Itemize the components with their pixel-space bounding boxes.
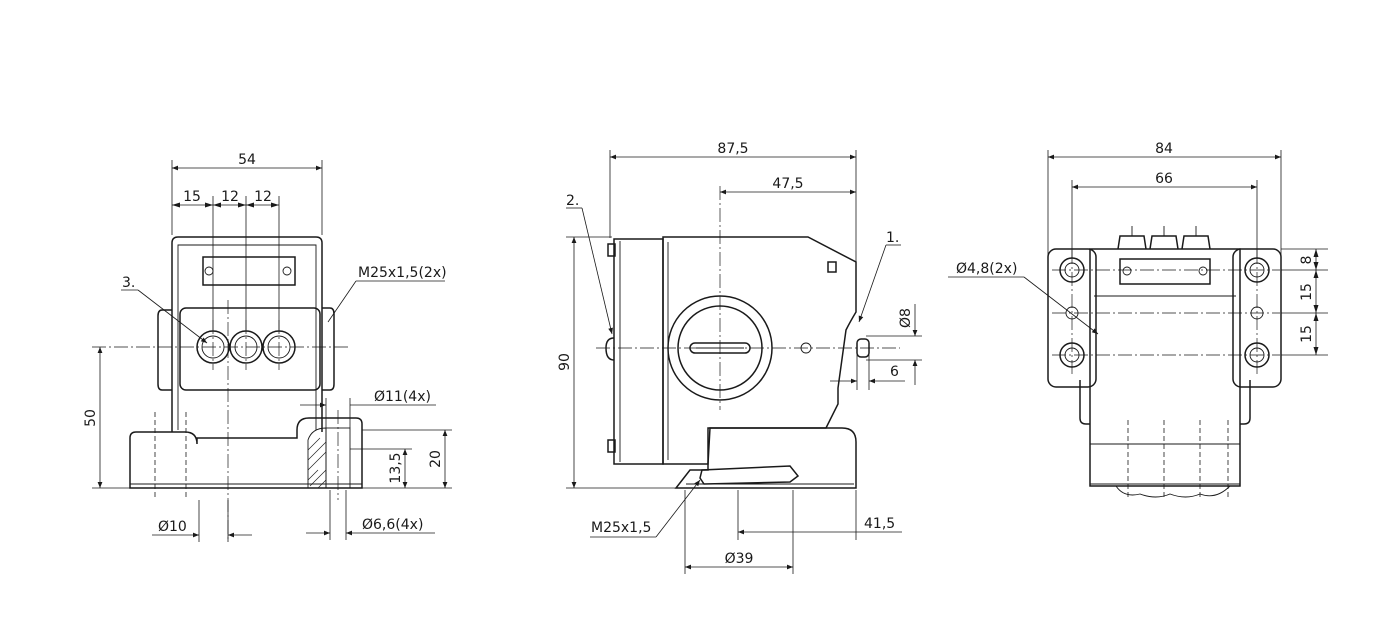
middle-base-gland: [699, 465, 800, 485]
right-hole-callout: Ø4,8(2x): [956, 261, 1017, 277]
dim-v-arrows: [1313, 249, 1319, 355]
dim-54-text: 54: [238, 152, 256, 168]
left-item3-leader: [137, 289, 208, 344]
middle-view: 87,5 47,5 1. 2. 90 Ø8 6 M25x1,5: [557, 141, 922, 574]
dim-90-text: 90: [557, 353, 573, 371]
left-body-outline: [171, 236, 323, 432]
left-section-hatch: [307, 410, 351, 500]
left-view: 54 15 12 12 M25x1,5(2x) 3. 50 Ø11(4x): [83, 152, 452, 542]
left-plate-screw-left: [204, 266, 214, 276]
dim-pitch-arrows: [172, 202, 279, 208]
middle-cover-tab-top: [607, 243, 616, 257]
dim-pitch-3-text: 12: [254, 189, 272, 205]
middle-cover-plate: [613, 238, 664, 465]
middle-item2-leader: [581, 207, 613, 335]
dim-66-text: 66: [1155, 171, 1173, 187]
dim-d66-text: Ø6,6(4x): [362, 517, 423, 533]
dim-875-text: 87,5: [717, 141, 748, 157]
left-button-housing: [179, 307, 321, 391]
dim-d8-text: Ø8: [898, 308, 914, 328]
middle-base: [674, 427, 857, 489]
left-plate-screw-right: [282, 266, 292, 276]
middle-item1-leader: [858, 244, 887, 323]
left-label-plate: [202, 256, 296, 286]
dim-50-text: 50: [83, 409, 99, 427]
middle-item-label-2: 2.: [566, 193, 579, 209]
middle-thread-leader: [655, 479, 701, 538]
right-view: 84 66 Ø4,8(2x) 8 15 15: [948, 141, 1328, 500]
dim-pitch-1-text: 15: [183, 189, 201, 205]
middle-cover-boss: [605, 337, 615, 361]
middle-top-tab: [827, 261, 837, 273]
left-body-inner-outline: [177, 244, 317, 430]
dim-84-text: 84: [1155, 141, 1173, 157]
right-hole-callout-leader: [1023, 276, 1099, 335]
left-base: [129, 417, 363, 489]
middle-cover-tab-bottom: [607, 439, 616, 453]
left-thread-leader: [327, 280, 357, 323]
dim-pitch-2-text: 12: [221, 189, 239, 205]
dim-v-15b-text: 15: [1299, 325, 1315, 343]
dim-v-15a-text: 15: [1299, 283, 1315, 301]
dim-d11-text: Ø11(4x): [374, 389, 431, 405]
dim-6-text: 6: [890, 364, 899, 380]
middle-thread-callout: M25x1,5: [591, 520, 651, 536]
dim-20-text: 20: [428, 450, 444, 468]
left-side-gland-left: [157, 309, 172, 391]
left-thread-callout: M25x1,5(2x): [358, 265, 447, 281]
right-side-gland-left: [1079, 380, 1090, 425]
dim-d10-text: Ø10: [158, 519, 187, 535]
right-side-gland-right: [1240, 380, 1251, 425]
right-label-plate: [1119, 258, 1211, 285]
middle-item-label-1: 1.: [886, 230, 899, 246]
left-item-label: 3.: [122, 275, 135, 291]
right-plate-screw-right: [1198, 266, 1208, 276]
right-bottom-feet: [1115, 485, 1231, 498]
right-top-buttons: [1117, 235, 1211, 250]
left-side-gland-right: [322, 307, 335, 391]
dim-135-text: 13,5: [388, 452, 404, 483]
right-plate-screw-left: [1122, 266, 1132, 276]
dim-d39-text: Ø39: [725, 551, 754, 567]
dim-v-8-text: 8: [1299, 256, 1315, 265]
dim-415-text: 41,5: [864, 516, 895, 532]
middle-body-outline: [662, 236, 857, 465]
dim-475-text: 47,5: [772, 176, 803, 192]
